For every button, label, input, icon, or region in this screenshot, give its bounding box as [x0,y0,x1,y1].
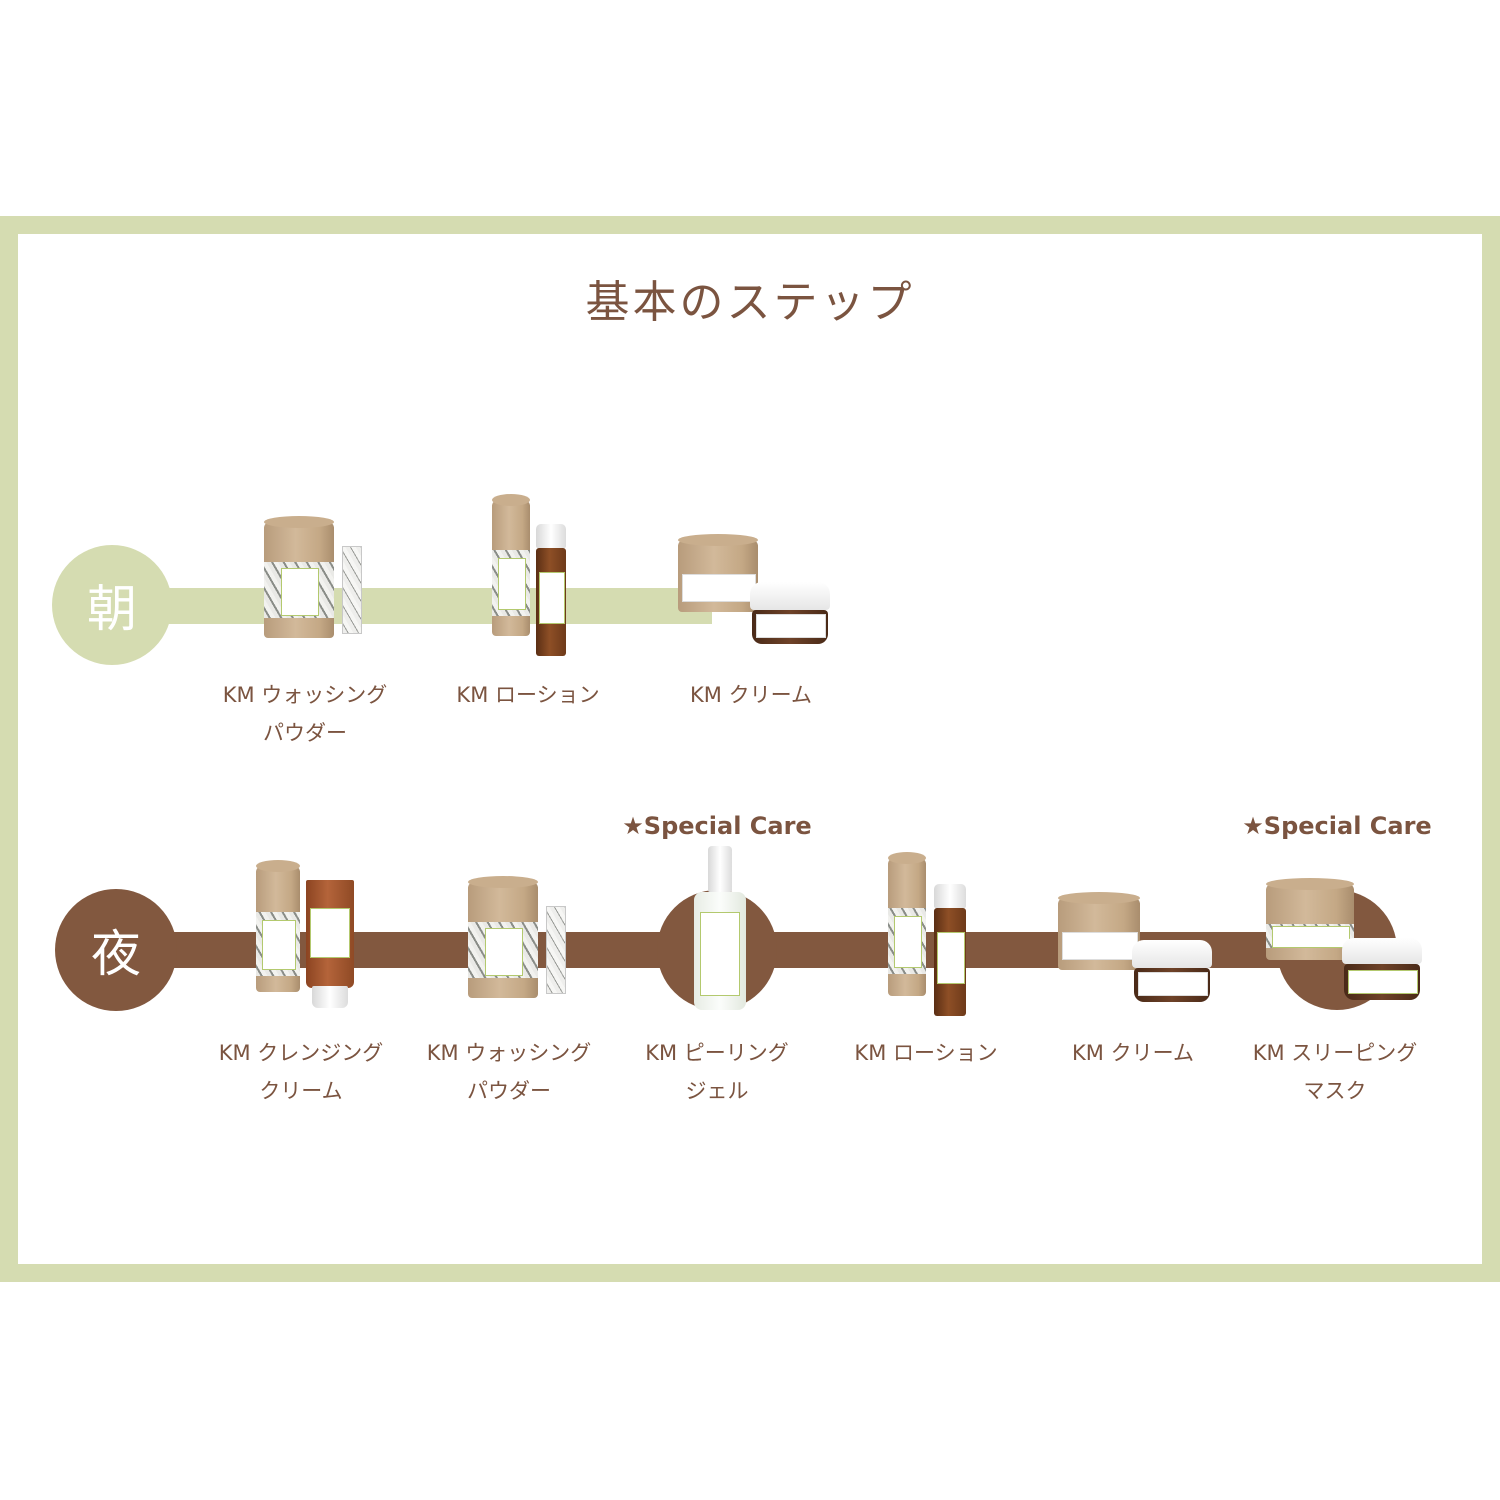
frame-border [0,216,1500,1282]
night-step-label-sleeping-mask: KM スリーピング マスク [1252,1041,1418,1103]
product-image-cream-night [1058,892,1218,1004]
morning-badge-label: 朝 [87,580,137,638]
product-image-peeling-gel [690,846,750,1012]
night-badge: 夜 [55,889,177,1011]
product-image-washing-powder-night [466,876,570,998]
special-care-badge-sleeping-mask: ★Special Care [1242,812,1432,840]
morning-badge: 朝 [52,545,172,665]
product-image-washing-powder-morning [262,516,362,638]
night-step-label-cleansing-cream: KM クレンジング クリーム [218,1041,384,1103]
product-image-sleeping-mask [1266,878,1426,1002]
product-image-lotion-morning [490,494,570,658]
product-image-lotion-night [886,852,970,1018]
product-image-cleansing-cream [254,860,356,1010]
night-step-label-washing-powder: KM ウォッシング パウダー [426,1041,592,1103]
morning-step-label-cream: KM クリーム [690,683,812,707]
night-step-label-lotion: KM ローション [854,1041,998,1065]
morning-timeline-bar [112,588,712,624]
morning-step-label-lotion: KM ローション [456,683,600,707]
night-step-label-cream: KM クリーム [1072,1041,1194,1065]
page-title: 基本のステップ [585,277,915,328]
night-badge-label: 夜 [91,925,141,983]
morning-step-label-washing-powder: KM ウォッシング パウダー [222,683,388,745]
frame-inner [18,234,1482,1264]
product-image-cream-morning [678,534,834,646]
night-step-label-peeling-gel: KM ピーリング ジェル [645,1041,789,1103]
special-care-badge-peeling: ★Special Care [622,812,812,840]
